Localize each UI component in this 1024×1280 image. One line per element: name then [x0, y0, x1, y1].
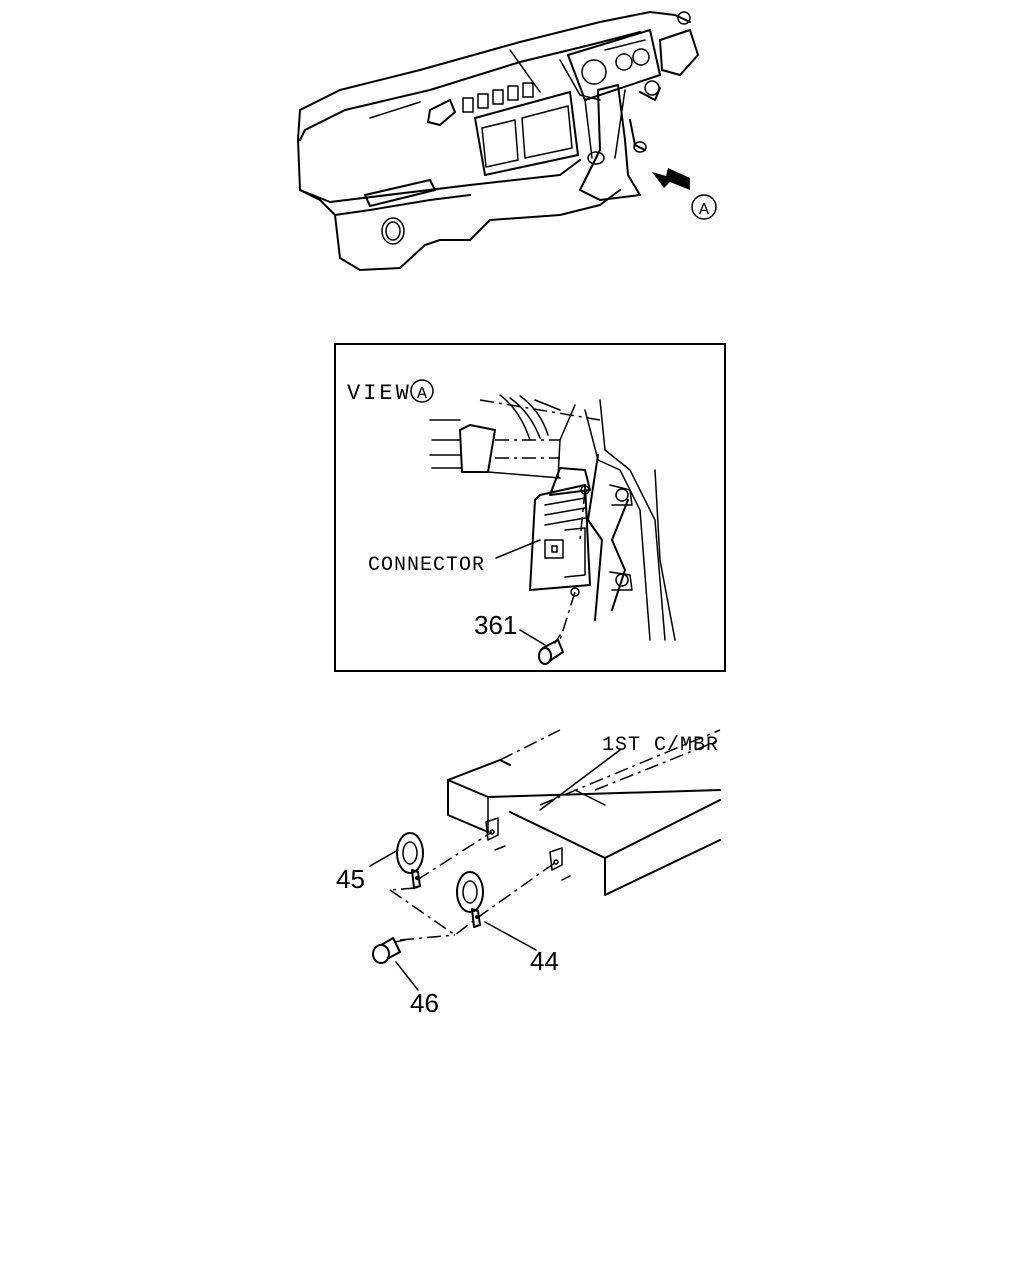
part-number-44: 44 [530, 946, 559, 976]
bolt-46 [372, 937, 406, 964]
view-a-marker: A [699, 201, 710, 220]
view-a-arrow: A [652, 168, 717, 220]
crossmember-label: 1ST C/MBR [602, 734, 719, 757]
horn-45 [396, 832, 424, 889]
part-number-361: 361 [474, 610, 517, 640]
bolt-361 [538, 634, 564, 665]
dashboard-overview [297, 11, 699, 271]
view-a-panel: VIEW A [334, 343, 726, 672]
horn-crossmember-view: 1ST C/MBR [336, 729, 721, 1018]
connector-label: CONNECTOR [368, 554, 485, 577]
part-number-46: 46 [410, 988, 439, 1018]
part-number-45: 45 [336, 864, 365, 894]
view-panel-title-marker: A [417, 385, 428, 404]
view-panel-title: VIEW [347, 381, 412, 406]
horn-44 [456, 871, 484, 928]
